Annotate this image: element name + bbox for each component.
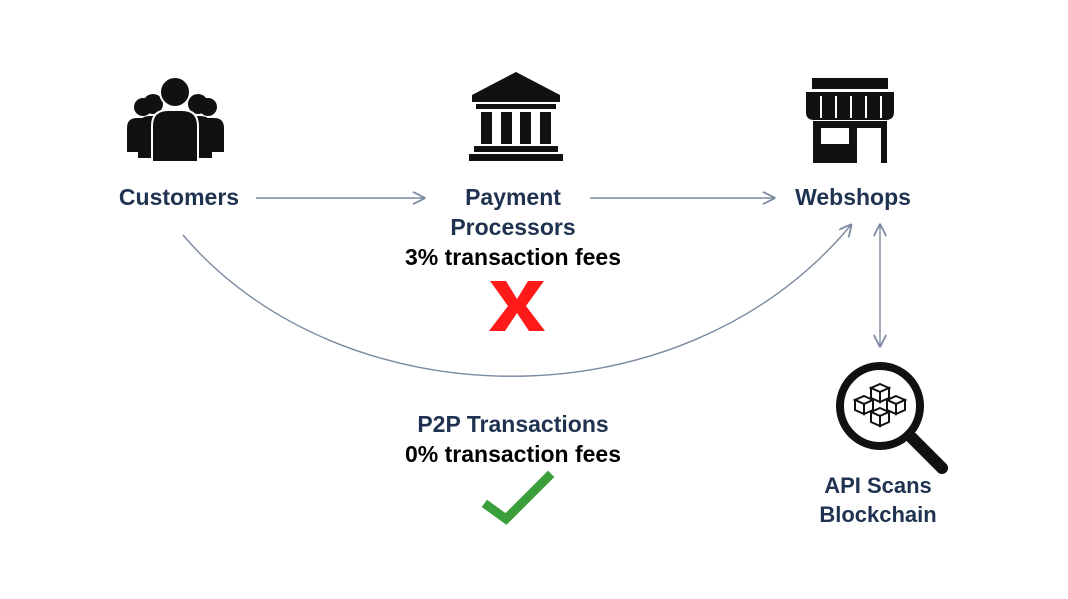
arrow-p2p-curve — [182, 225, 851, 377]
bank-icon — [469, 72, 563, 161]
api-label-line2: Blockchain — [819, 502, 937, 527]
p2p-label: P2P Transactions — [417, 411, 609, 437]
red-x-icon — [489, 281, 545, 331]
green-check-icon — [481, 470, 555, 525]
api-label-line1: API Scans — [824, 473, 932, 498]
webshops-label: Webshops — [795, 184, 911, 210]
processors-label-line1: Payment — [465, 184, 561, 210]
customers-label: Customers — [118, 184, 240, 210]
processors-label-line2: Processors — [450, 214, 576, 240]
people-group-icon — [127, 76, 224, 163]
api-label: API Scans Blockchain — [810, 471, 946, 529]
p2p-fee: 0% transaction fees — [404, 441, 622, 467]
processors-label: Payment Processors — [410, 182, 616, 242]
blockchain-search-icon — [836, 362, 948, 474]
processors-fee: 3% transaction fees — [404, 244, 622, 270]
storefront-icon — [806, 78, 894, 163]
